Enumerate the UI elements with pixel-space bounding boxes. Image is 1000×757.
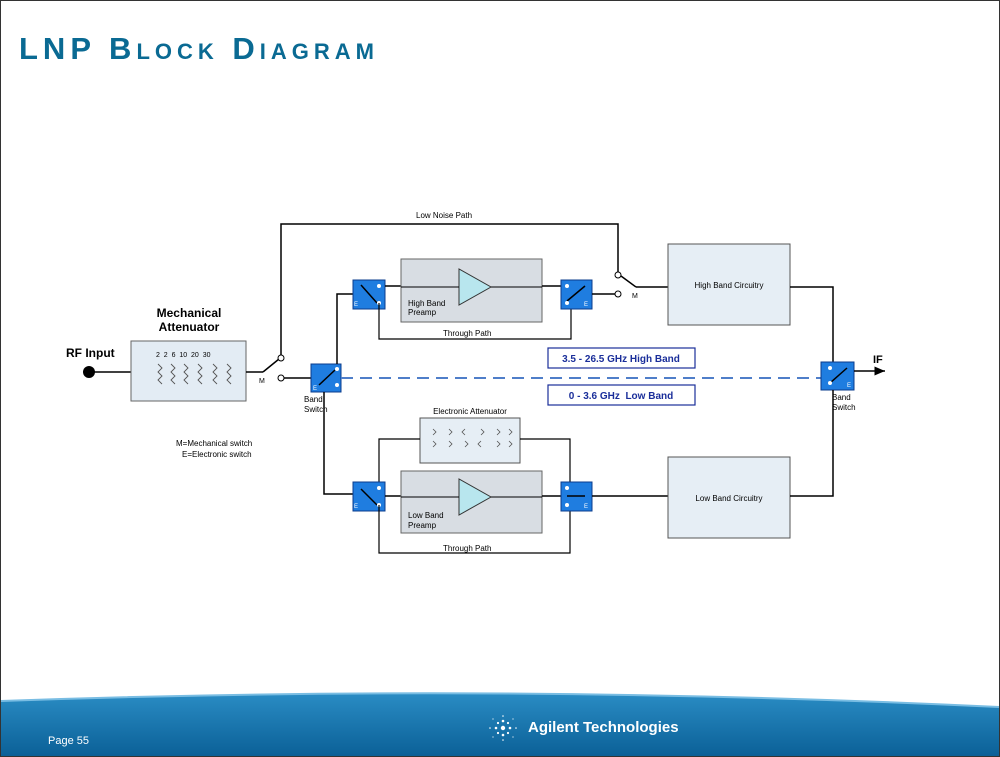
high-band-preamp-label-1: High Band [408, 299, 445, 308]
switch-e-label: E [354, 504, 358, 510]
low-band-label: 0 - 3.6 GHz Low Band [569, 391, 673, 402]
mechanical-switch-output: M [620, 275, 638, 300]
agilent-spark-logo [489, 715, 517, 741]
legend-mechanical: M=Mechanical switch [176, 439, 252, 448]
band-switch-left-label-2: Switch [304, 405, 328, 414]
low-band-circuitry-label: Low Band Circuitry [695, 494, 762, 503]
switch-e-label: E [313, 386, 317, 392]
page-title: LNP Block Diagram [19, 31, 379, 66]
low-band-preamp-label-1: Low Band [408, 511, 444, 520]
switch-e-label: E [354, 302, 358, 308]
legend-electronic: E=Electronic switch [182, 450, 252, 459]
switch-e-label: E [584, 302, 588, 308]
low-band-label-box [547, 384, 696, 406]
through-path-low-label: Through Path [443, 544, 491, 553]
page-number: Page 55 [48, 735, 89, 747]
attenuator-zigzags [157, 363, 232, 385]
mechanical-switch-input: M [259, 354, 285, 385]
high-band-label-box [547, 347, 696, 369]
mech-atten-steps: 2 2 6 10 20 30 [156, 352, 211, 359]
low-band-switch-in: E [352, 481, 386, 512]
switch-m-label-1: M [259, 378, 265, 385]
if-label: IF [873, 354, 883, 366]
brand-name: Agilent Technologies [528, 719, 679, 736]
high-band-label: 3.5 - 26.5 GHz High Band [562, 354, 680, 365]
high-band-switch-out: E [560, 279, 593, 310]
high-band-circuitry-label: High Band Circuitry [695, 281, 764, 290]
band-switch-left-label-1: Band [304, 395, 323, 404]
electronic-attenuator-zigzags [432, 428, 513, 448]
high-band-switch-in: E [352, 279, 386, 310]
switch-m-label-2: M [632, 293, 638, 300]
mech-atten-title-1: Mechanical [157, 306, 222, 320]
low-band-switch-out: E [560, 481, 593, 512]
switch-e-label: E [847, 383, 851, 389]
band-switch-left: E [310, 363, 342, 393]
low-band-circuitry-box [667, 456, 791, 539]
band-switch-right-label-1: Band [832, 393, 851, 402]
rf-input-label: RF Input [66, 346, 115, 360]
low-band-preamp-label-2: Preamp [408, 521, 437, 530]
band-switch-right-label-2: Switch [832, 403, 856, 412]
high-band-preamp-label-2: Preamp [408, 308, 437, 317]
mechanical-attenuator [130, 340, 247, 402]
through-path-high-label: Through Path [443, 329, 491, 338]
high-band-circuitry-box [667, 243, 791, 326]
electronic-attenuator-label: Electronic Attenuator [433, 407, 507, 416]
lnp-block-diagram: RF Input Mechanical Attenuator 2 2 6 10 … [66, 211, 885, 554]
low-noise-path-label: Low Noise Path [416, 211, 472, 220]
footer-band [1, 692, 999, 756]
band-switch-right: E [820, 361, 855, 391]
switch-e-label: E [584, 504, 588, 510]
mech-atten-title-2: Attenuator [159, 320, 220, 334]
electronic-attenuator-box [419, 417, 521, 464]
